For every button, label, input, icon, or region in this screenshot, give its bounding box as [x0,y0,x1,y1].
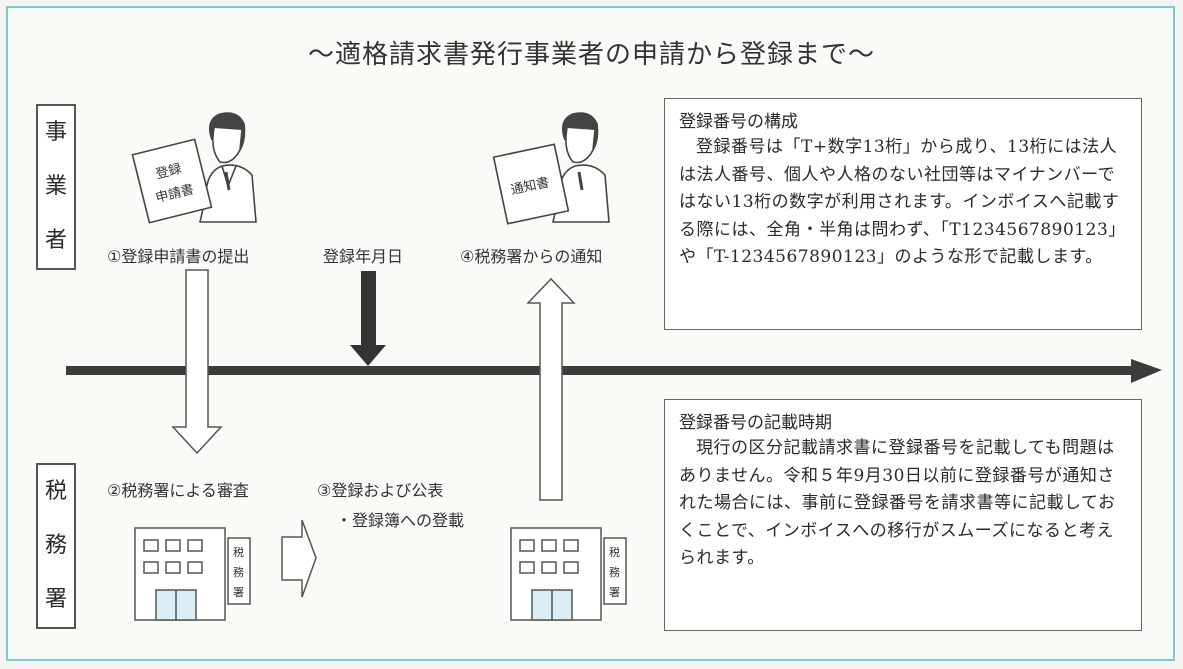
application-document-icon [131,138,213,224]
step3-label: ③登録および公表 [317,481,444,500]
step1-label: ①登録申請書の提出 [107,247,250,266]
timeline-arrow [66,359,1162,383]
tax-office-building-icon [510,527,627,621]
doc-text: 通知書 [509,174,550,198]
applicant-person-icon [198,112,257,223]
tax-office-label-char: 務 [44,533,67,558]
tax-office-label-char: 税 [44,479,67,504]
diagram-title: ～適格請求書発行事業者の申請から登録まで～ [307,40,875,70]
sign-char: 税 [609,545,620,559]
doc-text: 登録 [154,162,183,183]
submit-down-arrow [171,269,223,455]
sign-char: 署 [609,586,620,599]
box-body: 登録番号は「T+数字13桁」から成り、13桁には法人は法人番号、個人や人格のない… [679,137,1126,267]
box-heading: 登録番号の記載時期 [679,413,832,433]
registration-number-timing-box: 登録番号の記載時期 現行の区分記載請求書に登録番号を記載しても問題はありません。… [664,399,1142,631]
sign-char: 署 [233,586,244,599]
registration-date-arrow [350,271,386,366]
sign-char: 税 [233,545,244,559]
tax-office-building-icon [134,527,251,621]
tax-office-label: 税 務 署 [36,463,76,629]
registration-number-structure-box: 登録番号の構成 登録番号は「T+数字13桁」から成り、13桁には法人は法人番号、… [664,98,1142,330]
tax-office-label-char: 署 [44,587,67,612]
step4-label: ④税務署からの通知 [460,247,603,266]
step3-sub-label: ・登録簿への登載 [336,511,465,530]
review-right-arrow [281,519,317,598]
business-label-char: 事 [44,120,67,145]
notification-document-icon [492,143,570,225]
sign-char: 務 [233,565,244,579]
business-label-char: 者 [44,228,67,253]
sign-char: 務 [609,565,620,579]
notification-up-arrow [526,277,576,501]
box-heading: 登録番号の構成 [679,112,798,132]
box-body: 現行の区分記載請求書に登録番号を記載しても問題はありません。令和５年9月30日以… [679,438,1116,568]
business-operator-label: 事 業 者 [36,104,76,270]
registration-date-label: 登録年月日 [323,247,404,266]
business-label-char: 業 [44,174,67,199]
step2-label: ②税務署による審査 [107,481,249,500]
